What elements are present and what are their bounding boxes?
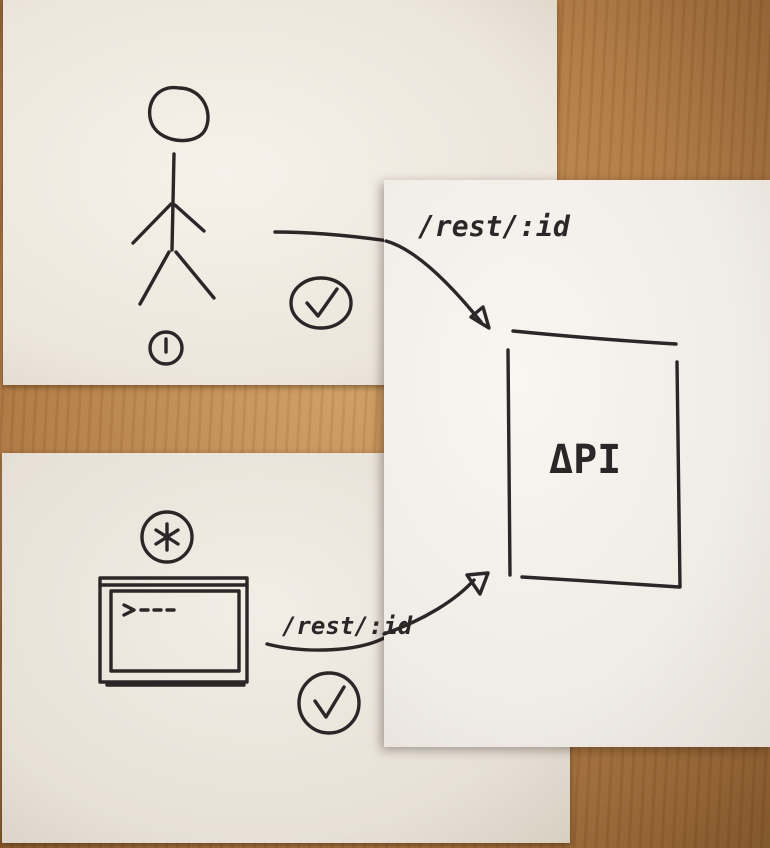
stick-figure-arm-right bbox=[173, 203, 206, 233]
cli-sketch bbox=[98, 510, 388, 735]
stick-figure-head bbox=[147, 86, 210, 143]
check-circle-icon bbox=[289, 276, 353, 330]
request-arrow-line bbox=[273, 230, 391, 243]
terminal-prompt bbox=[122, 603, 136, 617]
arrowhead-bottom bbox=[465, 571, 490, 596]
api-label: ΔPI bbox=[549, 437, 621, 483]
user-sketch bbox=[131, 86, 391, 366]
clock-icon bbox=[148, 330, 184, 366]
stick-figure-leg-left bbox=[138, 250, 171, 306]
terminal-window bbox=[98, 576, 249, 687]
api-box bbox=[506, 329, 682, 589]
arrowhead-top bbox=[469, 305, 491, 330]
endpoint-label-top: /rest/:id bbox=[418, 210, 571, 243]
request-arrow-line bbox=[265, 635, 388, 652]
stick-figure-arm-left bbox=[131, 202, 173, 245]
stick-figure-user bbox=[131, 86, 216, 306]
api-sketch: /rest/:id ΔPI bbox=[382, 210, 682, 636]
check-circle-icon bbox=[297, 671, 361, 735]
asterisk-icon bbox=[140, 510, 194, 564]
api-card: /rest/:id ΔPI bbox=[382, 180, 770, 747]
request-arrow-from-user bbox=[384, 239, 483, 324]
stick-figure-leg-right bbox=[174, 250, 216, 300]
request-arrow-from-cli bbox=[382, 578, 476, 636]
stick-figure-body bbox=[170, 152, 176, 252]
